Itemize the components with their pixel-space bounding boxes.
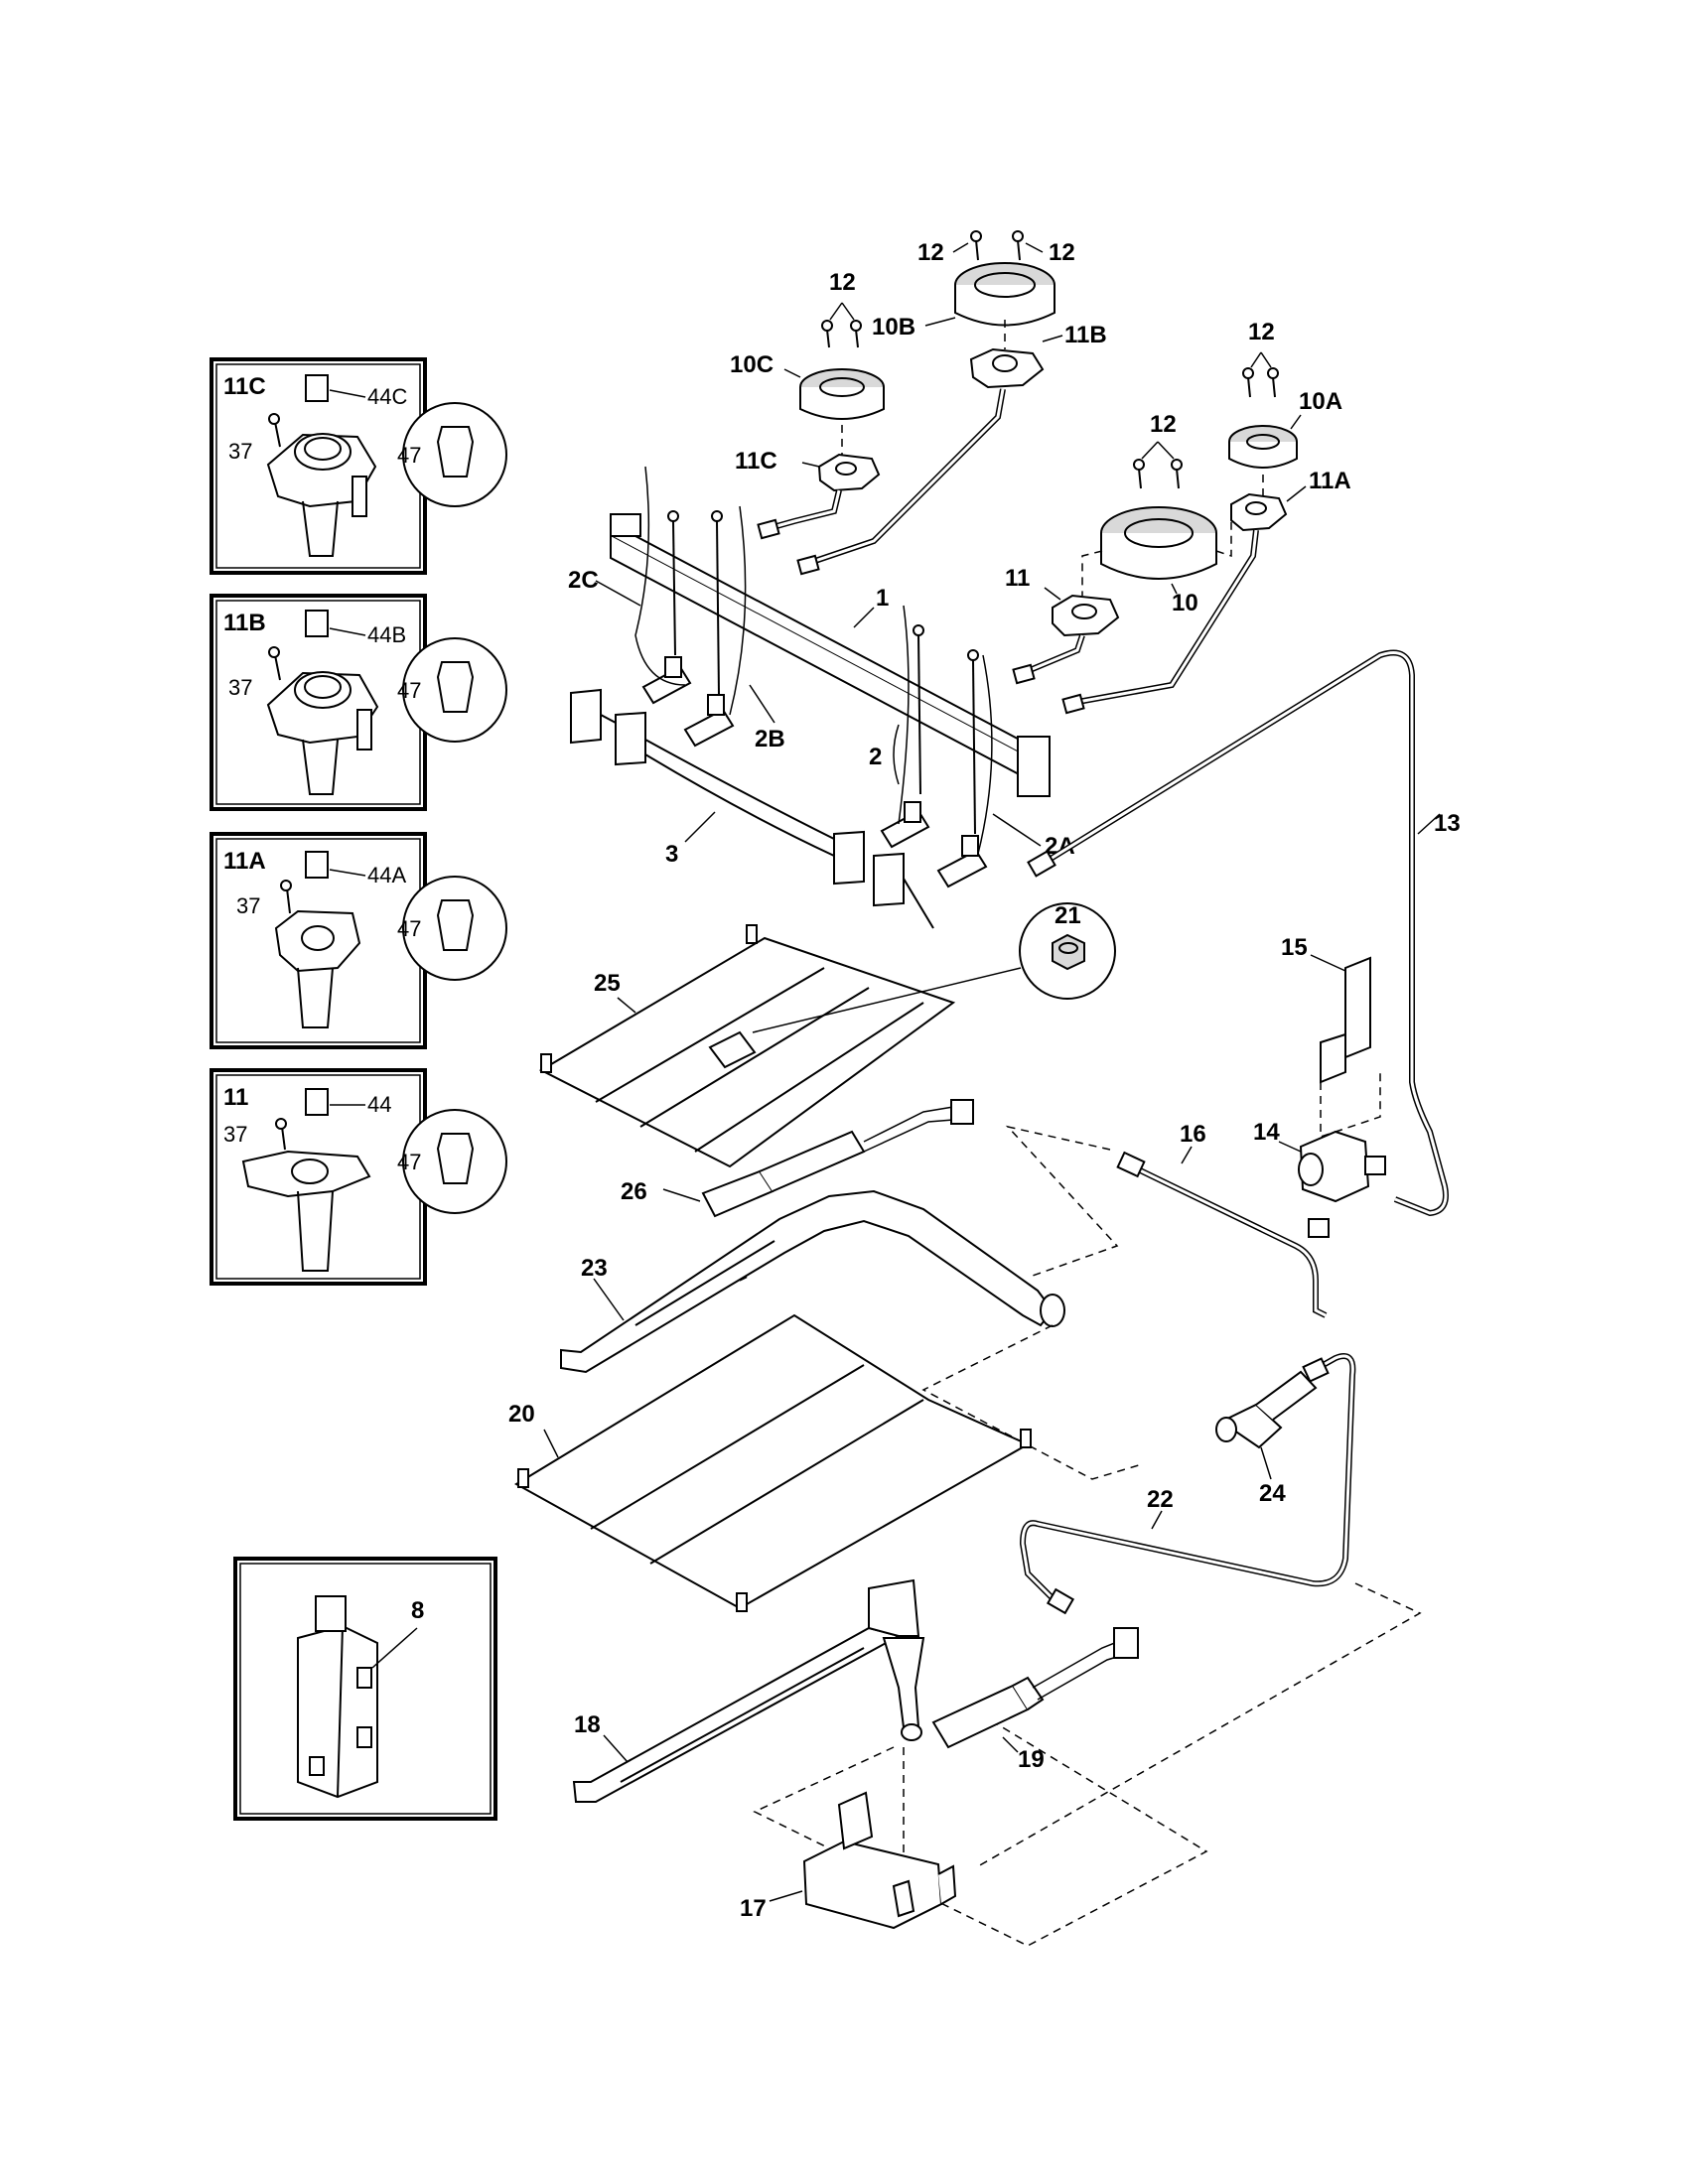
- inset-8: 8: [233, 1557, 497, 1821]
- screw-44b: [305, 610, 329, 637]
- tube-11c: [769, 489, 842, 531]
- burner-10: 10: [1100, 506, 1217, 616]
- label-8: 8: [411, 1597, 424, 1624]
- label-20: 20: [508, 1401, 535, 1428]
- label-23: 23: [581, 1255, 608, 1282]
- label-44c: 44C: [367, 384, 407, 409]
- label-10a: 10A: [1299, 388, 1342, 415]
- screws-12-10: 12: [1133, 411, 1183, 489]
- label-47-c: 47: [397, 443, 421, 468]
- label-10b: 10B: [872, 314, 915, 341]
- inset-11: 11 44 37 47: [210, 1068, 507, 1286]
- regulator-14: 14: [1253, 1119, 1386, 1203]
- label-3: 3: [665, 841, 678, 868]
- label-11-top: 11: [1005, 565, 1030, 592]
- bracket-15: 15: [1281, 934, 1371, 1084]
- label-16: 16: [1180, 1121, 1206, 1148]
- inset-11b: 11B 44B 37 47: [210, 594, 507, 811]
- label-44b: 44B: [367, 622, 406, 647]
- holder-24: 24: [1215, 1370, 1318, 1507]
- label-12-10: 12: [1150, 411, 1177, 438]
- label-1: 1: [876, 585, 889, 612]
- label-37: 37: [223, 1122, 247, 1147]
- screws-12-10a: 12: [1242, 319, 1279, 398]
- valves-2c-2b: [641, 510, 735, 748]
- screw-44a: [305, 851, 329, 879]
- bracket-3: 3: [570, 688, 934, 929]
- label-15: 15: [1281, 934, 1308, 961]
- label-12-top-right: 12: [1049, 239, 1075, 266]
- label-37-a: 37: [236, 893, 260, 918]
- label-12-10a: 12: [1248, 319, 1275, 345]
- label-37-c: 37: [228, 439, 252, 464]
- label-21: 21: [1055, 902, 1081, 929]
- valve-body-11a: [274, 909, 361, 973]
- valve-body-11: [241, 1150, 371, 1198]
- cover-25: 25: [538, 924, 956, 1168]
- inset-11c: 11C 44C 37 47: [210, 357, 507, 575]
- screw-44: [305, 1088, 329, 1116]
- label-13: 13: [1434, 810, 1461, 837]
- valves-2-2a: [880, 624, 988, 888]
- burner-10a: 10A: [1228, 388, 1342, 469]
- nut-21: 21: [752, 902, 1116, 1033]
- valve-11a: 11A: [1230, 468, 1351, 532]
- label-44: 44: [367, 1092, 391, 1117]
- label-11c-top: 11C: [735, 448, 777, 475]
- label-2c: 2C: [568, 567, 599, 594]
- screws-12-top: 12 12: [917, 230, 1075, 266]
- label-17: 17: [740, 1895, 767, 1922]
- valve-11b: 11B: [969, 322, 1107, 389]
- label-11a: 11A: [223, 848, 266, 875]
- burner-10c: 10C: [730, 351, 885, 420]
- label-11a-top: 11A: [1309, 468, 1351, 494]
- burner-10b: 10B: [872, 262, 1055, 341]
- screw-44c: [305, 374, 329, 402]
- valve-17: 17: [740, 1791, 957, 1930]
- label-37-b: 37: [228, 675, 252, 700]
- label-25: 25: [594, 970, 621, 997]
- label-26: 26: [621, 1178, 647, 1205]
- label-24: 24: [1259, 1480, 1286, 1507]
- label-18: 18: [574, 1711, 601, 1738]
- inset-11a: 11A 44A 37 47: [210, 832, 507, 1049]
- valve-11c: 11C: [735, 448, 881, 492]
- label-47-a: 47: [397, 916, 421, 941]
- label-2: 2: [869, 744, 882, 770]
- label-12-top-left: 12: [917, 239, 944, 266]
- igniter-26: 26: [621, 1099, 974, 1218]
- label-11-inset: 11: [223, 1084, 248, 1111]
- label-11b: 11B: [223, 610, 266, 636]
- label-22: 22: [1147, 1486, 1174, 1513]
- label-11c: 11C: [223, 373, 266, 400]
- label-47-b: 47: [397, 678, 421, 703]
- burner-23: 23: [560, 1189, 1065, 1374]
- label-10: 10: [1172, 590, 1198, 616]
- label-47: 47: [397, 1150, 421, 1174]
- label-11b-top: 11B: [1064, 322, 1107, 348]
- label-2b: 2B: [755, 726, 785, 752]
- label-10c: 10C: [730, 351, 774, 378]
- spreader-20: 20: [508, 1313, 1032, 1612]
- burner-18: 18: [572, 1578, 925, 1803]
- label-14: 14: [1253, 1119, 1280, 1146]
- label-44a: 44A: [367, 863, 406, 887]
- tube-16: [1130, 1163, 1328, 1318]
- screws-12-10c: 12: [821, 269, 862, 348]
- label-12-10c: 12: [829, 269, 856, 296]
- igniter-19: 19: [931, 1627, 1139, 1773]
- valve-11: 11: [1005, 565, 1120, 637]
- label-19: 19: [1018, 1746, 1045, 1773]
